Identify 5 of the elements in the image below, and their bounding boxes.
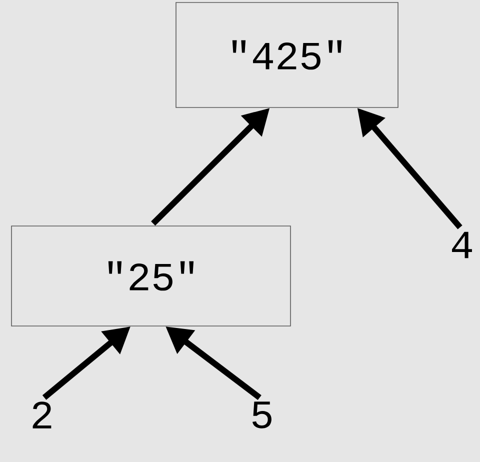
- text-box: "25": [11, 226, 291, 326]
- number-label: 2: [32, 402, 52, 428]
- number-label: 4: [452, 232, 472, 258]
- number-label: 5: [252, 402, 272, 428]
- text-box: "425": [176, 2, 398, 108]
